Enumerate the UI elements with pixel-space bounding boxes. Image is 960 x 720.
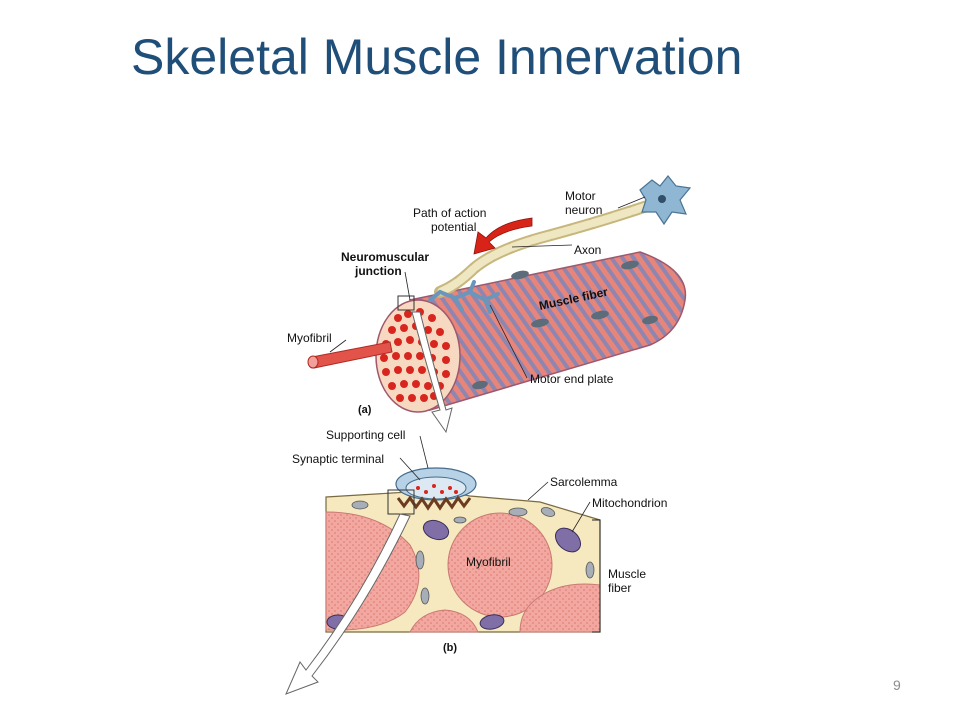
label-muscle-fiber-b-1: Muscle — [608, 567, 646, 581]
slide-title: Skeletal Muscle Innervation — [131, 29, 743, 85]
label-nmj-2: junction — [354, 264, 402, 278]
myofibril-end — [307, 355, 319, 369]
panel-label-a: (a) — [358, 404, 372, 416]
action-potential-arrow — [473, 217, 533, 255]
label-synaptic-terminal: Synaptic terminal — [292, 452, 384, 466]
label-path-2: potential — [431, 220, 476, 234]
cytoplasm-nuclei — [351, 500, 595, 605]
zoom-arrow-b — [285, 513, 411, 695]
muscle-fiber-bracket — [592, 519, 601, 633]
label-path-1: Path of action — [413, 206, 486, 220]
panel-label-b: (b) — [443, 642, 457, 654]
zoom-arrow-a — [411, 311, 453, 434]
label-sarcolemma: Sarcolemma — [550, 475, 618, 489]
label-axon: Axon — [574, 243, 601, 257]
junctional-folds — [396, 495, 472, 511]
label-muscle-fiber-b-2: fiber — [608, 581, 631, 595]
panel-b: Supporting cell Synaptic terminal Sarcol… — [285, 428, 667, 695]
label-motor-end-plate: Motor end plate — [530, 372, 614, 386]
fiber-nuclei — [472, 260, 658, 390]
nerve-terminal-branches — [428, 280, 500, 314]
label-myofibril-b: Myofibril — [466, 555, 511, 569]
slide-number: 9 — [893, 677, 901, 693]
label-myofibril: Myofibril — [287, 331, 332, 345]
label-motor-neuron-2: neuron — [565, 203, 602, 217]
label-supporting-cell: Supporting cell — [326, 428, 405, 442]
nmj-zoom-box — [397, 295, 415, 311]
panel-a: Motor neuron Path of action potential Ax… — [287, 175, 692, 434]
synaptic-vesicles — [416, 484, 458, 494]
mitochondria — [326, 519, 582, 630]
synaptic-terminal — [405, 476, 467, 500]
label-motor-neuron-1: Motor — [565, 189, 596, 203]
label-mitochondrion: Mitochondrion — [592, 496, 667, 510]
label-nmj-1: Neuromuscular — [341, 250, 429, 264]
muscle-fiber-body — [409, 251, 687, 411]
